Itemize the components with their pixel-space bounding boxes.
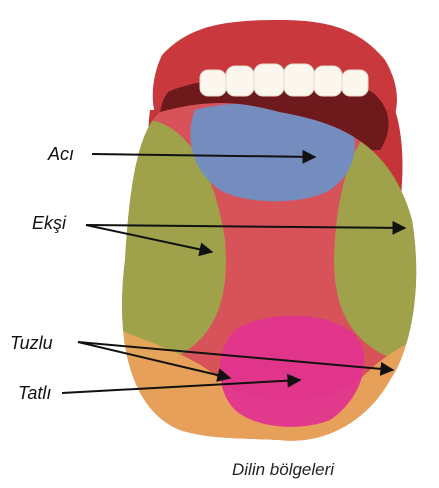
caption: Dilin bölgeleri (232, 460, 335, 479)
sour-label: Ekşi (32, 213, 67, 233)
salty-label: Tuzlu (10, 333, 53, 353)
bitter-label: Acı (47, 144, 74, 164)
sweet-label: Tatlı (18, 383, 51, 403)
